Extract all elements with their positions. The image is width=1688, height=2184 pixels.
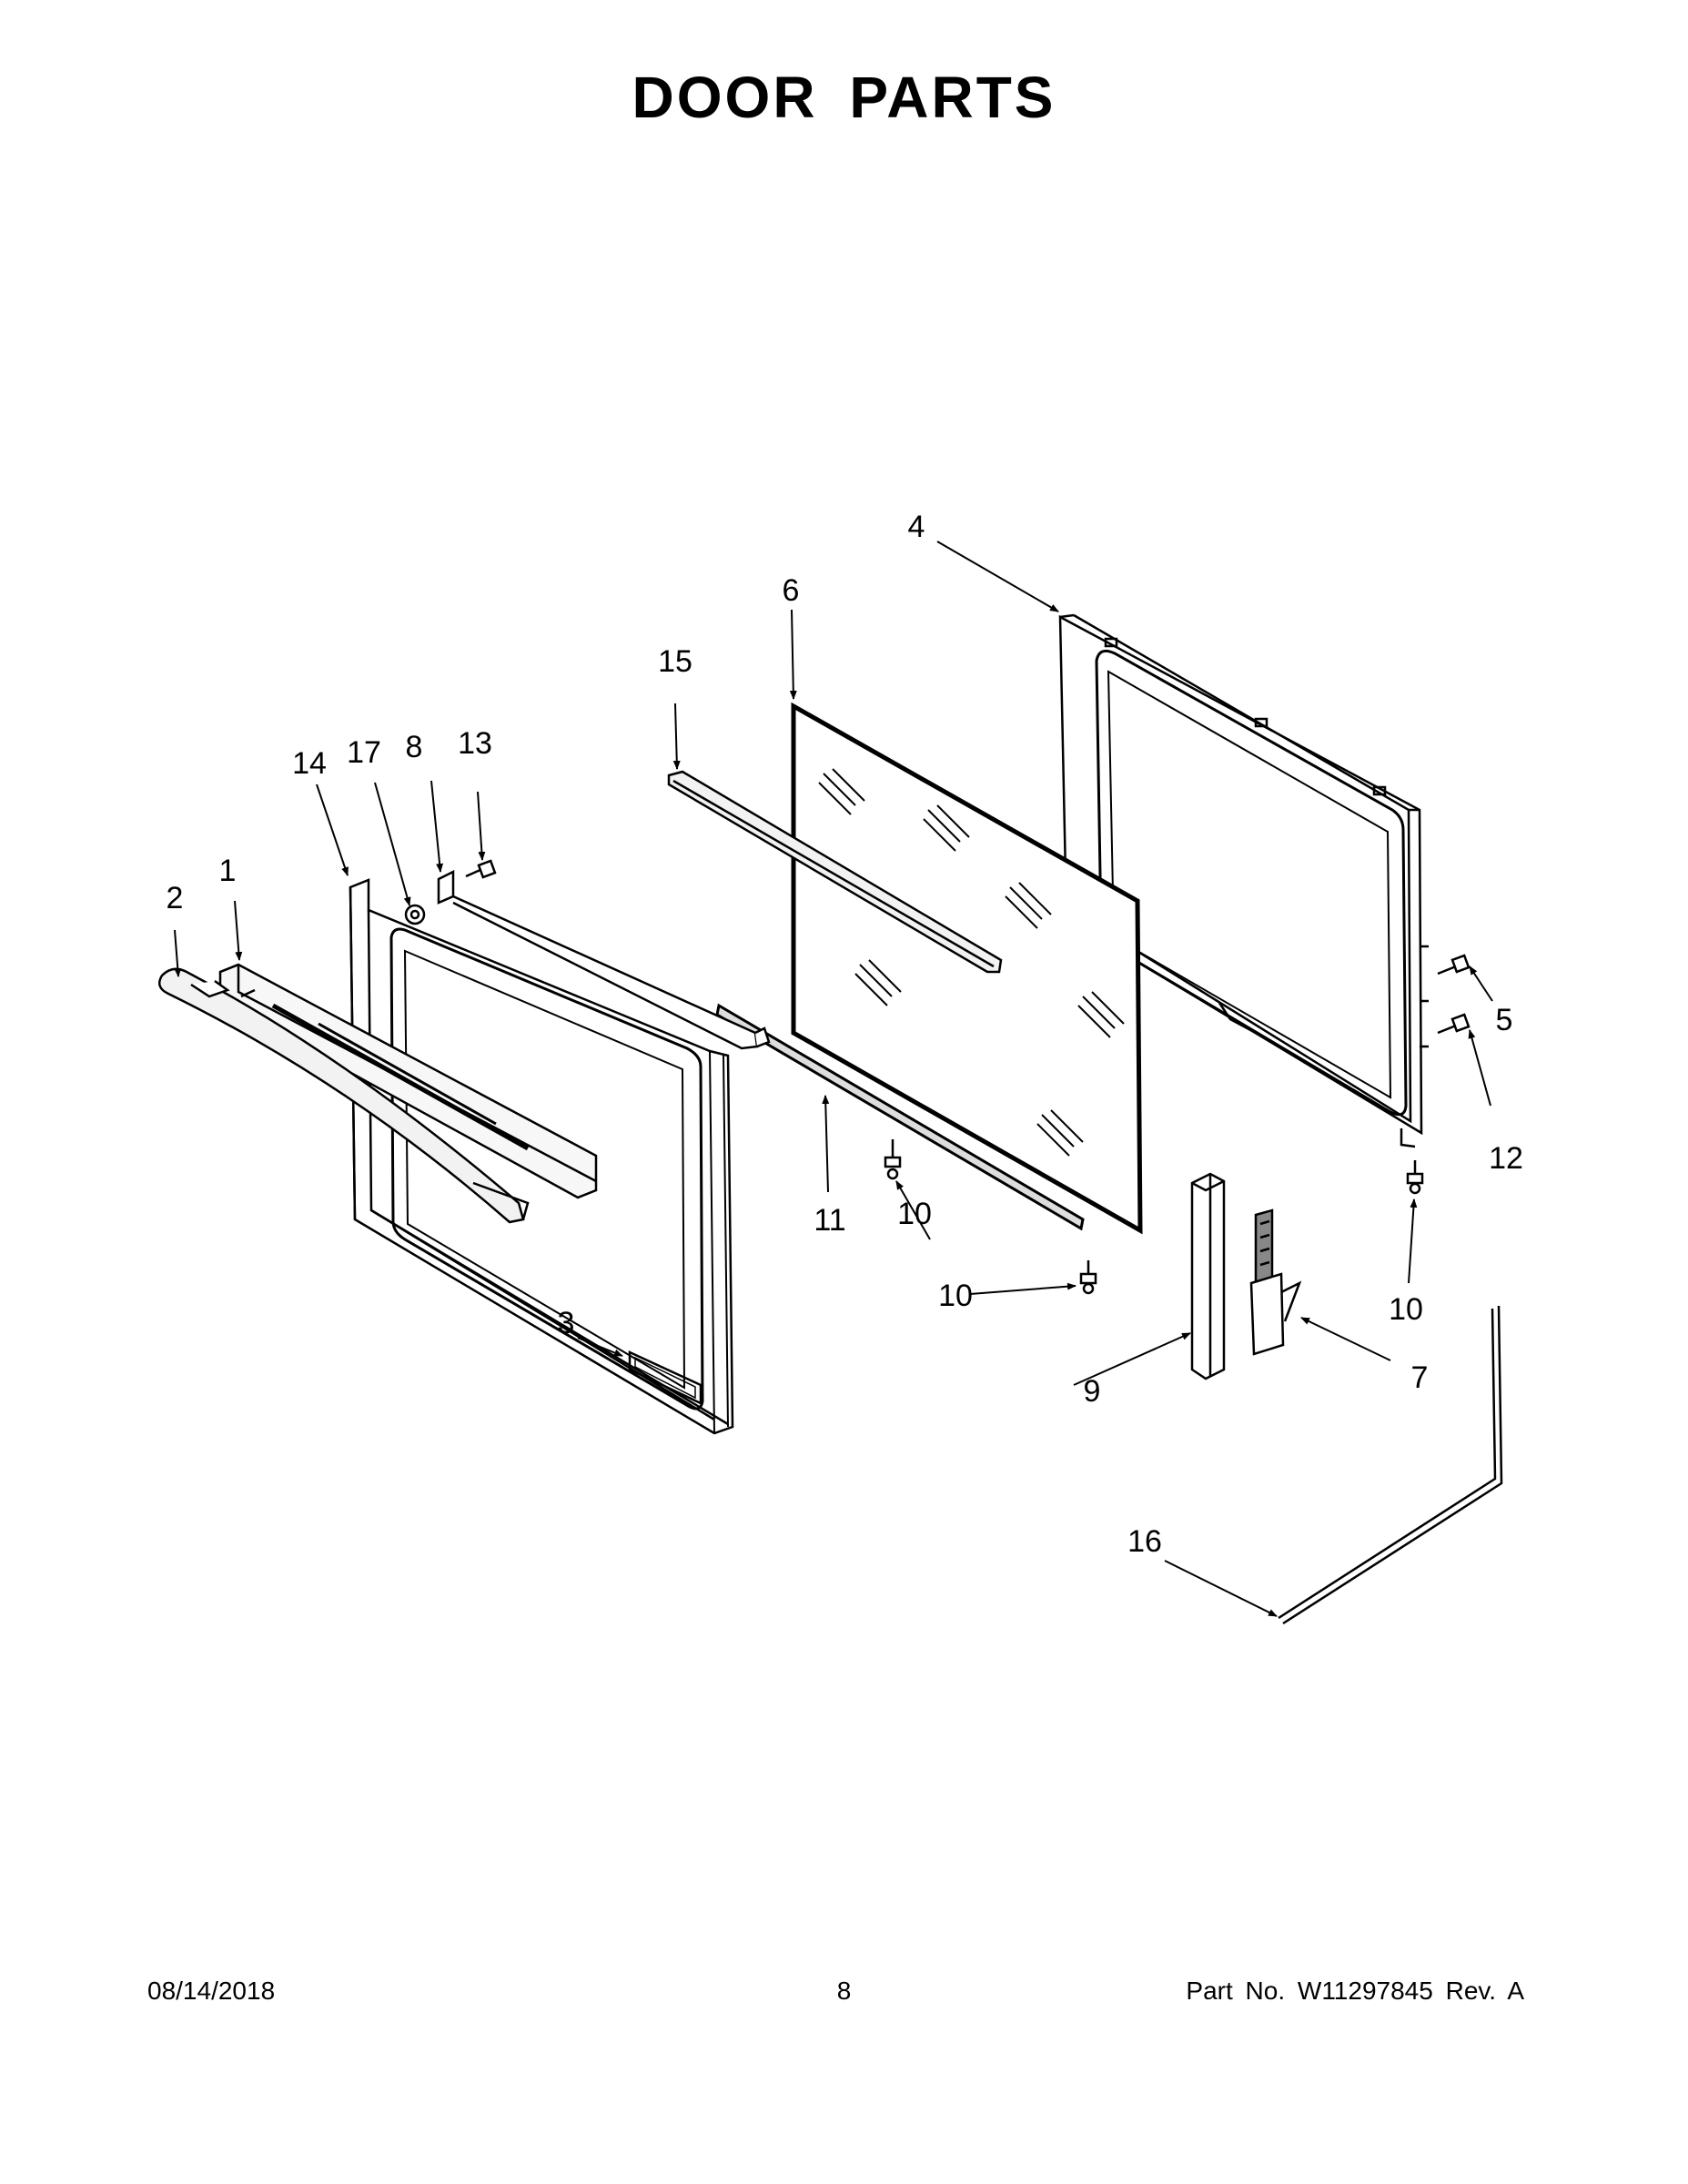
callout-1: 1 <box>219 854 237 888</box>
callout-10-mid: 10 <box>938 1279 973 1313</box>
screw-12 <box>1437 1013 1471 1035</box>
hinge-receiver <box>1190 1172 1226 1380</box>
footer-date: 08/14/2018 <box>147 1977 276 2005</box>
callout-labels: 1 2 3 4 5 6 7 8 9 10 10 10 11 12 13 14 1… <box>167 510 1523 1559</box>
footer-part-number: Part No. W11297845 Rev. A <box>1186 1977 1524 2005</box>
callout-17: 17 <box>347 735 381 770</box>
callout-8: 8 <box>406 730 423 764</box>
screw-10-left <box>884 1139 902 1180</box>
grommet <box>404 904 426 925</box>
callout-16: 16 <box>1127 1524 1162 1559</box>
callout-9: 9 <box>1084 1374 1101 1409</box>
callout-13: 13 <box>458 726 492 761</box>
lower-glass-trim <box>715 1003 1085 1231</box>
callout-6: 6 <box>783 573 800 608</box>
callout-4: 4 <box>908 510 925 544</box>
door-handle <box>157 967 530 1224</box>
screw-5 <box>1437 954 1471 976</box>
callout-10-right: 10 <box>1389 1292 1423 1327</box>
upper-glass-trim <box>667 770 1003 974</box>
callout-3: 3 <box>558 1306 575 1340</box>
page-title: DOOR PARTS <box>632 65 1056 130</box>
door-gasket <box>1278 1305 1503 1625</box>
callout-15: 15 <box>658 644 692 679</box>
screw-10-right <box>1406 1160 1424 1195</box>
inner-door-frame <box>1058 613 1429 1148</box>
door-hinge <box>1249 1208 1302 1356</box>
callout-2: 2 <box>167 881 184 915</box>
badge <box>628 1350 702 1405</box>
callout-11: 11 <box>814 1203 845 1238</box>
callout-14: 14 <box>292 746 327 781</box>
door-glass <box>791 702 1143 1235</box>
screw-13 <box>465 859 497 879</box>
callout-10-left: 10 <box>897 1197 932 1231</box>
callout-12: 12 <box>1489 1141 1523 1176</box>
callout-5: 5 <box>1496 1003 1513 1037</box>
hinge-bracket-top <box>437 869 771 1050</box>
footer-page-number: 8 <box>836 1977 852 2005</box>
callout-7: 7 <box>1411 1360 1429 1395</box>
callout-arrows <box>174 541 1493 1617</box>
screw-10-mid <box>1079 1260 1097 1295</box>
